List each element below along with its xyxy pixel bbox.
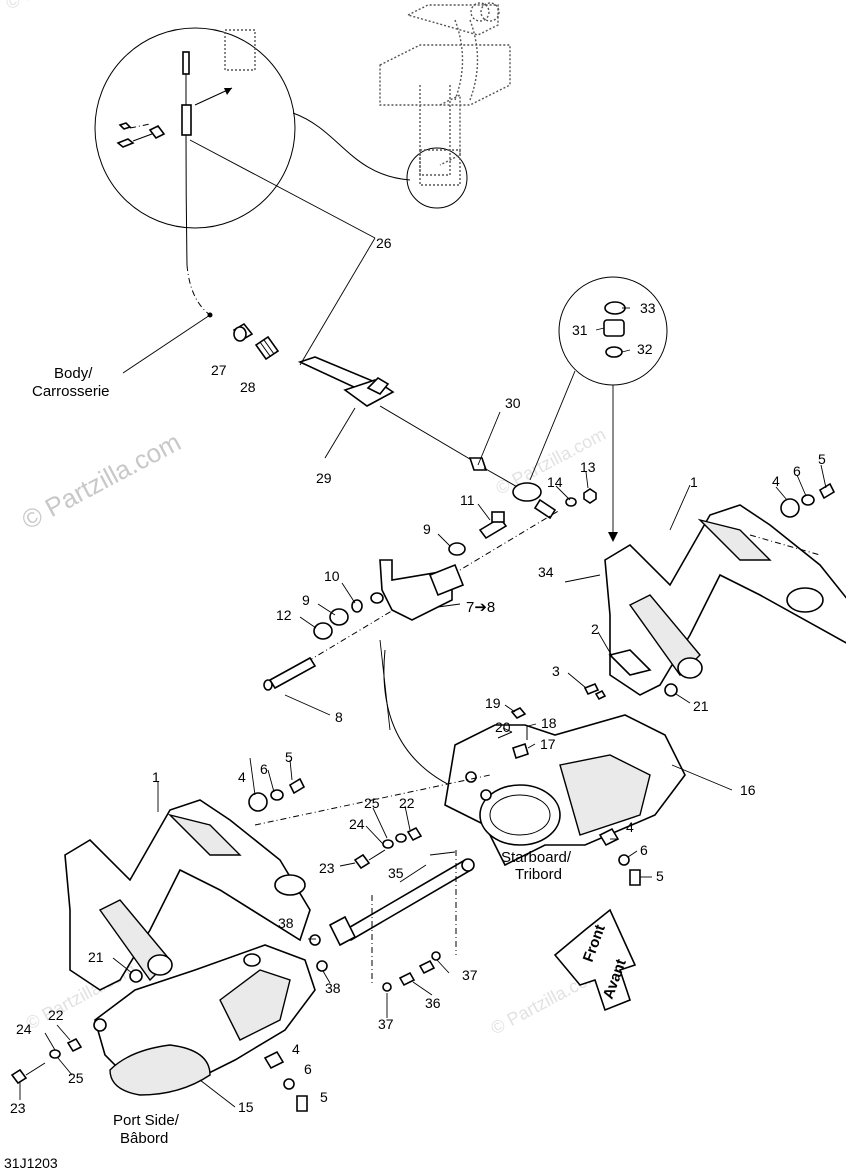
callout-21-left: 21 xyxy=(88,949,104,965)
callout-5-port: 5 xyxy=(320,1089,328,1105)
fasteners-left-upper xyxy=(248,777,306,812)
watermark-main: © Partzilla.com xyxy=(17,427,186,536)
front-direction-arrow: Front Avant xyxy=(553,908,637,1012)
callout-23-left: 23 xyxy=(10,1100,26,1116)
callout-11: 11 xyxy=(460,492,475,508)
callout-4-starboard: 4 xyxy=(626,819,634,835)
body-label: Body/ xyxy=(54,365,93,382)
callout-22-center: 22 xyxy=(399,795,415,811)
callout-4-port: 4 xyxy=(292,1041,300,1057)
bracket-right-upper xyxy=(564,482,846,701)
callout-37-bottom: 37 xyxy=(378,1016,394,1032)
callout-23-center: 23 xyxy=(319,860,335,876)
detail-connector xyxy=(292,112,411,181)
leader-lines xyxy=(19,307,827,1108)
callout-26: 26 xyxy=(376,235,392,251)
callout-33: 33 xyxy=(640,300,656,316)
callout-9-lower: 9 xyxy=(302,592,310,608)
fasteners-port xyxy=(10,1037,308,1112)
callout-6-upper: 6 xyxy=(793,463,801,479)
callout-38-lower: 38 xyxy=(325,980,341,996)
callout-24-center: 24 xyxy=(349,816,365,832)
callout-3: 3 xyxy=(552,663,560,679)
callout-38-upper: 38 xyxy=(278,915,294,931)
steering-cable xyxy=(122,139,557,520)
callout-6-starboard: 6 xyxy=(640,842,648,858)
callout-31: 31 xyxy=(572,322,588,338)
callout-4-lower: 4 xyxy=(238,769,246,785)
callout-24-left: 24 xyxy=(16,1021,32,1037)
callout-27: 27 xyxy=(211,362,227,378)
tube-starboard xyxy=(444,707,686,867)
callout-17: 17 xyxy=(540,736,556,752)
callout-35: 35 xyxy=(388,865,404,881)
port-label-fr: Bâbord xyxy=(120,1130,168,1147)
callout-15: 15 xyxy=(238,1099,254,1115)
callout-6-port: 6 xyxy=(304,1061,312,1077)
steering-arm-assembly xyxy=(263,488,597,792)
cable-detail-circle xyxy=(94,27,296,266)
steering-column-detail xyxy=(224,2,511,209)
fasteners-starboard xyxy=(598,827,641,886)
callout-14: 14 xyxy=(547,474,563,490)
diagram-code: 31J1203 xyxy=(4,1155,58,1171)
starboard-label: Starboard/ xyxy=(501,849,572,866)
callout-4-upper: 4 xyxy=(772,473,780,489)
callouts: 26 27 28 29 30 33 31 32 13 14 11 9 10 9 … xyxy=(4,235,826,1171)
callout-25-left: 25 xyxy=(68,1070,84,1086)
callout-34: 34 xyxy=(538,564,554,580)
callout-5-lower: 5 xyxy=(285,749,293,765)
callout-7-to-8: 7➔8 xyxy=(466,599,495,616)
callout-8: 8 xyxy=(335,709,343,725)
callout-16: 16 xyxy=(740,782,756,798)
callout-22-left: 22 xyxy=(48,1007,64,1023)
cable-fittings xyxy=(232,322,280,361)
callout-25-center: 25 xyxy=(364,795,380,811)
bracket-left-lower xyxy=(64,799,311,991)
body-label-fr: Carrosserie xyxy=(32,383,110,400)
callout-5-starboard: 5 xyxy=(656,868,664,884)
watermark-faint-top-left: © Partzilla.com xyxy=(2,0,118,14)
callout-6-lower: 6 xyxy=(260,761,268,777)
shaft-assembly xyxy=(254,774,491,992)
callout-12: 12 xyxy=(276,607,292,623)
callout-29: 29 xyxy=(316,470,332,486)
callout-30: 30 xyxy=(505,395,521,411)
callout-2: 2 xyxy=(591,621,599,637)
callout-19: 19 xyxy=(485,695,501,711)
callout-1-lower: 1 xyxy=(152,769,160,785)
starboard-label-fr: Tribord xyxy=(515,866,562,883)
callout-20: 20 xyxy=(495,719,511,735)
callout-32: 32 xyxy=(637,341,653,357)
callout-21-right: 21 xyxy=(693,698,709,714)
callout-5-upper: 5 xyxy=(818,451,826,467)
callout-36: 36 xyxy=(425,995,441,1011)
callout-1-upper: 1 xyxy=(690,474,698,490)
tube-port xyxy=(93,944,316,1096)
callout-37-right: 37 xyxy=(462,967,478,983)
callout-10: 10 xyxy=(324,568,340,584)
callout-28: 28 xyxy=(240,379,256,395)
callout-18: 18 xyxy=(541,715,557,731)
port-label: Port Side/ xyxy=(113,1112,180,1129)
callout-9-upper: 9 xyxy=(423,521,431,537)
callout-13: 13 xyxy=(580,459,596,475)
small-parts-circle xyxy=(529,276,668,542)
